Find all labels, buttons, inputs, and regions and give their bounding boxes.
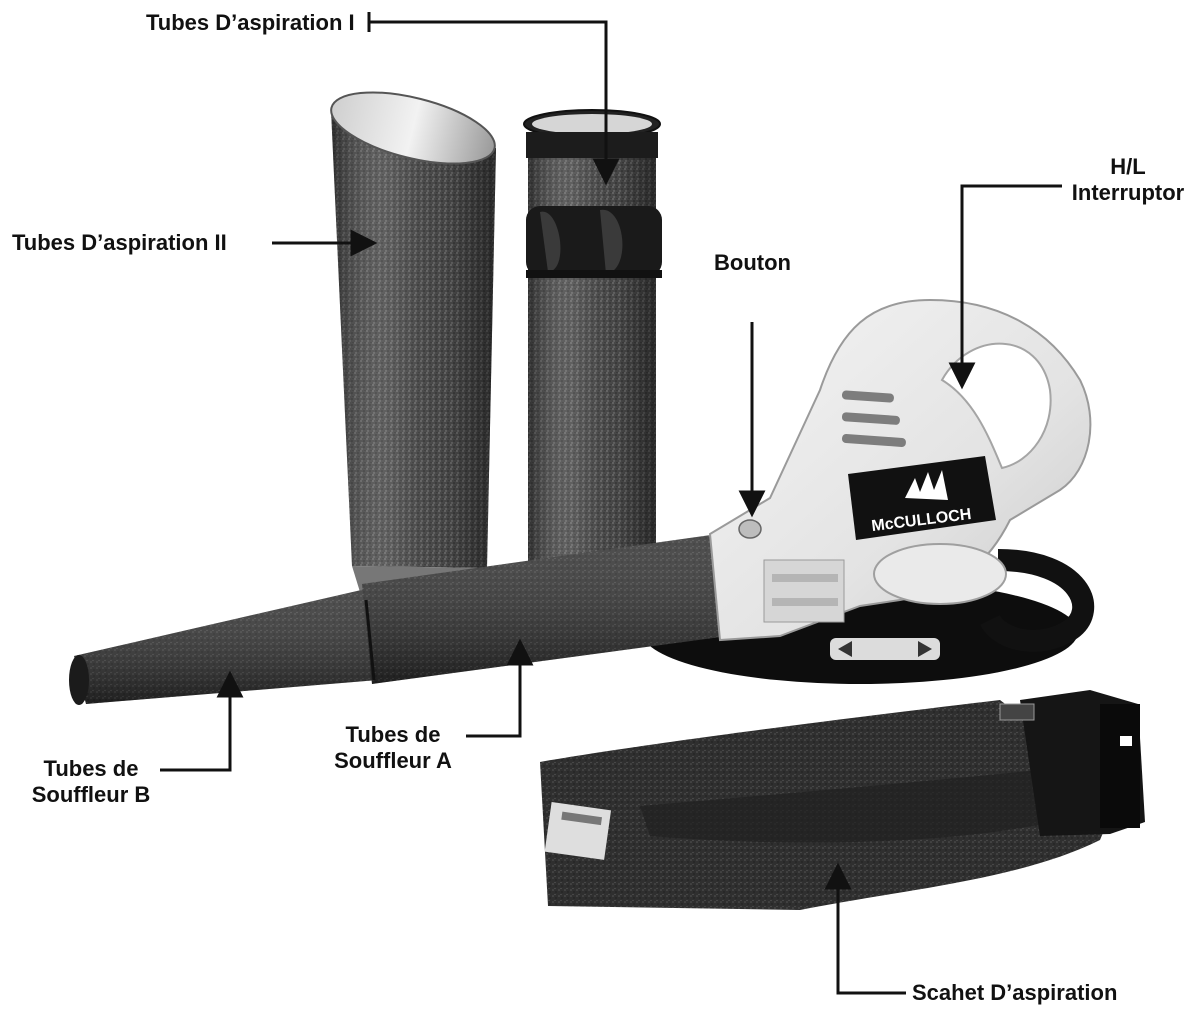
callout-line-tube-i (370, 20, 620, 186)
label-souffleur-a: Tubes de Souffleur A (328, 722, 458, 774)
label-souffleur-a-line1: Tubes de (345, 722, 441, 747)
label-souffleur-b: Tubes de Souffleur B (26, 756, 156, 808)
blower-tube-a (362, 534, 728, 684)
label-interruptor: H/L Interruptor (1060, 154, 1196, 206)
label-souffleur-b-line2: Souffleur B (31, 782, 151, 807)
suction-tube-i (523, 109, 662, 568)
label-tubes-aspiration-i: Tubes D’aspiration I (146, 10, 355, 35)
callout-line-souffleur-b (160, 670, 244, 772)
suction-bag (540, 690, 1145, 910)
label-interruptor-line1: H/L (1110, 154, 1146, 179)
blower-tube-b (69, 588, 378, 705)
blower-body (708, 298, 1092, 642)
label-sachet-aspiration: Scahet D’aspiration (912, 980, 1118, 1005)
callout-lines (160, 12, 1062, 995)
callout-line-sachet (824, 862, 906, 995)
suction-tube-ii (330, 91, 496, 592)
label-interruptor-line2: Interruptor (1071, 180, 1185, 205)
callout-line-interruptor (948, 184, 1062, 390)
label-souffleur-b-line1: Tubes de (43, 756, 139, 781)
label-bouton: Bouton (714, 250, 791, 275)
label-tubes-aspiration-ii: Tubes D’aspiration II (12, 230, 227, 255)
callout-line-souffleur-a (466, 638, 534, 738)
label-souffleur-a-line2: Souffleur A (334, 748, 452, 773)
